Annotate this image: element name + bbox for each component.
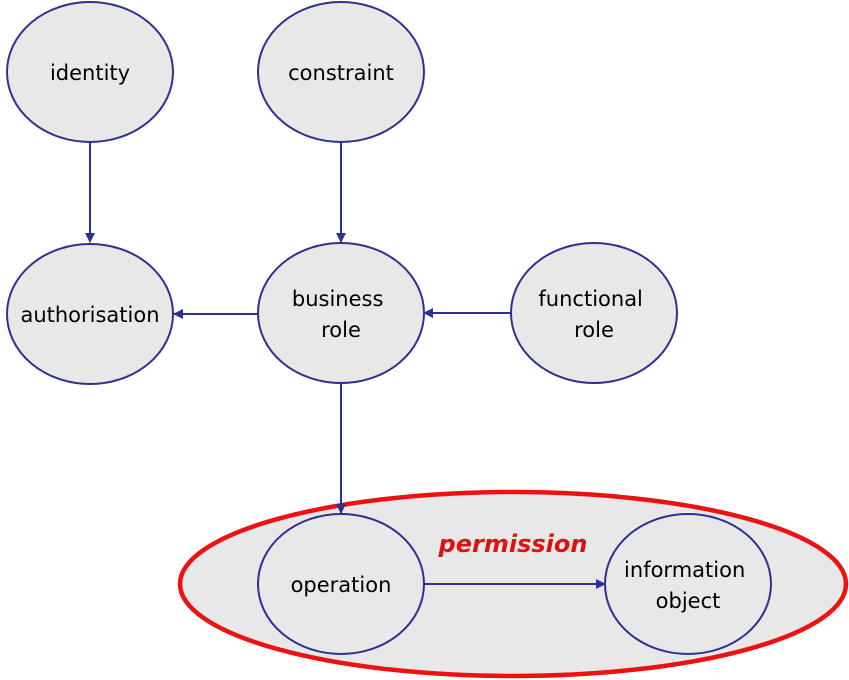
node-operation: operation [257,513,425,655]
constraint-label: constraint [288,61,394,85]
permission-label: permission [438,530,588,558]
business-role-label: business role [292,287,390,342]
identity-shape [6,1,174,143]
operation-shape [257,513,425,655]
edges [85,143,606,589]
constraint-shape [257,1,425,143]
operation-label: operation [291,573,392,597]
node-functional-role: functional role [510,242,678,384]
node-constraint: constraint [257,1,425,143]
functional-role-label: functional role [538,287,649,342]
identity-label: identity [50,61,130,85]
node-identity: identity [6,1,174,143]
node-business-role: business role [257,242,425,384]
functional-role-shape [510,242,678,384]
business-role-shape [257,242,425,384]
node-information-object: information object [604,513,772,655]
authorisation-shape [6,243,174,385]
information-object-shape [604,513,772,655]
information-object-label: information object [624,558,752,613]
node-authorisation: authorisation [6,243,174,385]
authorisation-label: authorisation [20,303,159,327]
